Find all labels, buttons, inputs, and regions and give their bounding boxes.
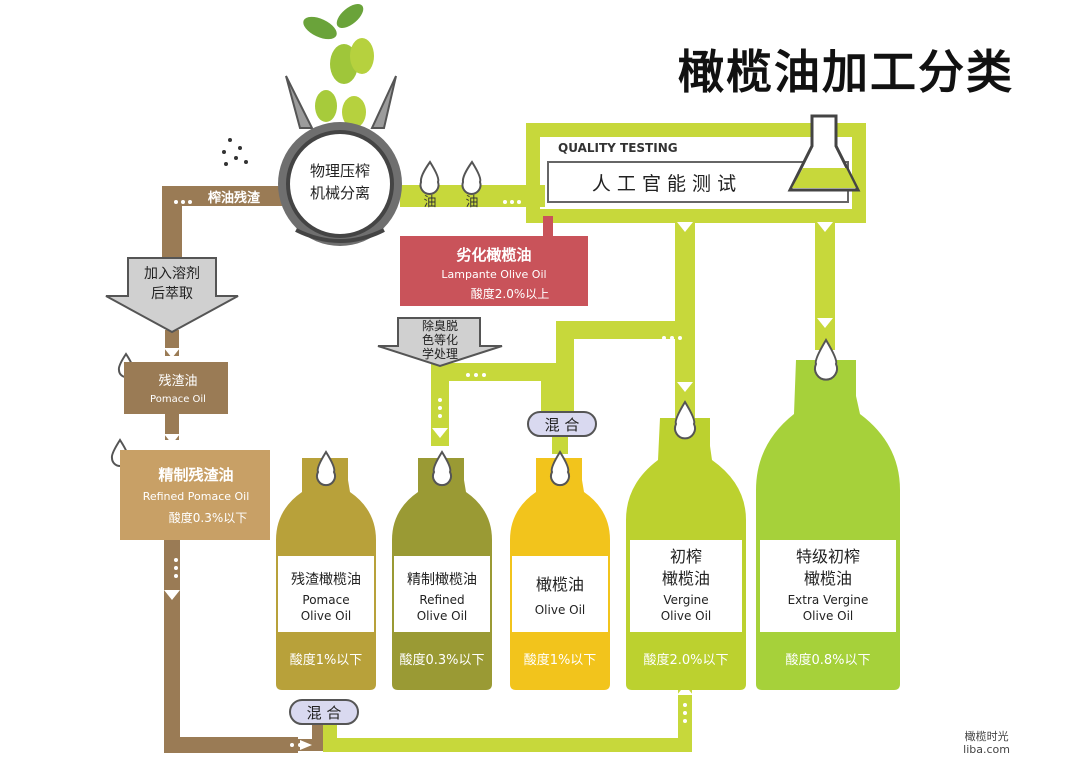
lampante-acid: 酸度2.0%以上 (471, 286, 550, 301)
mix-pill (527, 411, 597, 437)
press-icon (278, 75, 402, 246)
bottle-extra-vergine-olive-oil: 特级初榨 橄榄油 Extra Vergine Olive Oil 酸度0.8%以… (756, 338, 900, 690)
watermark-line-1: 橄榄时光 (964, 730, 1009, 743)
pomace-en: Pomace Oil (150, 394, 206, 405)
bottle-2-acid: 酸度0.3%以下 (399, 652, 484, 668)
lampante-name: 劣化橄榄油 (456, 246, 531, 264)
bottle-1-en2: Olive Oil (301, 609, 352, 623)
bottle-1-label (278, 556, 374, 632)
bottle-4-en2: Olive Oil (661, 609, 712, 623)
bottle-2-en2: Olive Oil (417, 609, 468, 623)
page-title: 橄榄油加工分类 (678, 45, 1014, 99)
drops-icon (222, 138, 248, 166)
bottle-5-name: 橄榄油 (804, 569, 852, 588)
bottle-1-name: 残渣橄榄油 (291, 572, 361, 588)
bottle-5-en2: Olive Oil (803, 609, 854, 623)
refined-pomace-acid: 酸度0.3%以下 (169, 510, 248, 525)
flow-markers (164, 222, 833, 750)
flask-icon (787, 114, 861, 192)
bottle-3-drop-icon (550, 450, 570, 487)
bottle-5-name1: 特级初榨 (796, 547, 860, 566)
bottle-1-en1: Pomace (302, 593, 349, 607)
solvent-2: 后萃取 (151, 286, 193, 302)
bottle-2-drop-icon (432, 450, 452, 487)
watermark-line-2: liba.com (963, 743, 1010, 756)
mix-label: 混 合 (545, 416, 580, 434)
bottle-1-drop-icon (316, 450, 336, 487)
bottle-1-acid: 酸度1%以下 (290, 652, 363, 668)
refined-pomace-box (120, 450, 270, 540)
bottle-vergine-olive-oil: 初榨 橄榄油 Vergine Olive Oil 酸度2.0%以下 (626, 400, 746, 690)
lampante-box (400, 236, 588, 306)
lampante-en: Lampante Olive Oil (441, 268, 546, 281)
olive-branch-icon (303, 4, 374, 128)
bottle-3-name: 橄榄油 (536, 575, 584, 594)
residue-label: 榨油残渣 (207, 190, 261, 206)
bottle-2-en1: Refined (419, 593, 464, 607)
bottle-3-acid: 酸度1%以下 (524, 652, 597, 668)
quality-body: 人 工 官 能 测 试 (592, 173, 736, 195)
oil-label-1: 油 (423, 195, 436, 210)
bottle-2-label (394, 556, 490, 632)
bottle-5-en1: Extra Vergine (788, 593, 869, 607)
bottle-4-en1: Vergine (663, 593, 708, 607)
bottle-5-label (760, 540, 896, 632)
chem-process-2: 色等化 (422, 333, 458, 347)
solvent-arrow (105, 257, 239, 334)
bottle-3-en1: Olive Oil (535, 603, 586, 617)
oil-drops (419, 160, 482, 195)
quality-header: QUALITY TESTING (558, 141, 678, 155)
press-label-1: 物理压榨 (310, 162, 370, 180)
bottle-pomace-olive-oil: 残渣橄榄油 Pomace Olive Oil 酸度1%以下 (276, 450, 376, 690)
bottle-4-drop-icon (674, 400, 696, 440)
press-label-2: 机械分离 (310, 184, 370, 202)
bottle-2-name: 精制橄榄油 (407, 572, 477, 588)
pomace-name: 残渣油 (158, 374, 197, 389)
bottle-5-drop-icon (814, 338, 838, 381)
chem-process-arrow (377, 317, 503, 368)
bottle-refined-olive-oil: 精制橄榄油 Refined Olive Oil 酸度0.3%以下 (392, 450, 492, 690)
watermark: 橄榄时光 liba.com (963, 730, 1010, 756)
mix-label-bottom: 混 合 (307, 704, 342, 722)
refined-pomace-name: 精制残渣油 (158, 466, 233, 484)
bottle-3-label (512, 556, 608, 632)
bottle-olive-oil: 橄榄油 Olive Oil 酸度1%以下 (510, 450, 610, 690)
refined-pomace-en: Refined Pomace Oil (143, 490, 250, 503)
bottle-4-name: 橄榄油 (662, 569, 710, 588)
bottle-4-acid: 酸度2.0%以下 (643, 652, 728, 668)
mix-pill-bottom (289, 699, 359, 725)
chem-process-3: 学处理 (422, 346, 458, 361)
bottle-5-acid: 酸度0.8%以下 (785, 652, 870, 668)
bottle-5-body (756, 360, 900, 690)
pomace-box (124, 362, 228, 414)
chem-process-1: 除臭脱 (422, 318, 458, 333)
bottle-4-label (630, 540, 742, 632)
oil-label-2: 油 (465, 195, 478, 210)
bottle-4-name1: 初榨 (670, 547, 702, 566)
solvent-1: 加入溶剂 (144, 266, 200, 282)
